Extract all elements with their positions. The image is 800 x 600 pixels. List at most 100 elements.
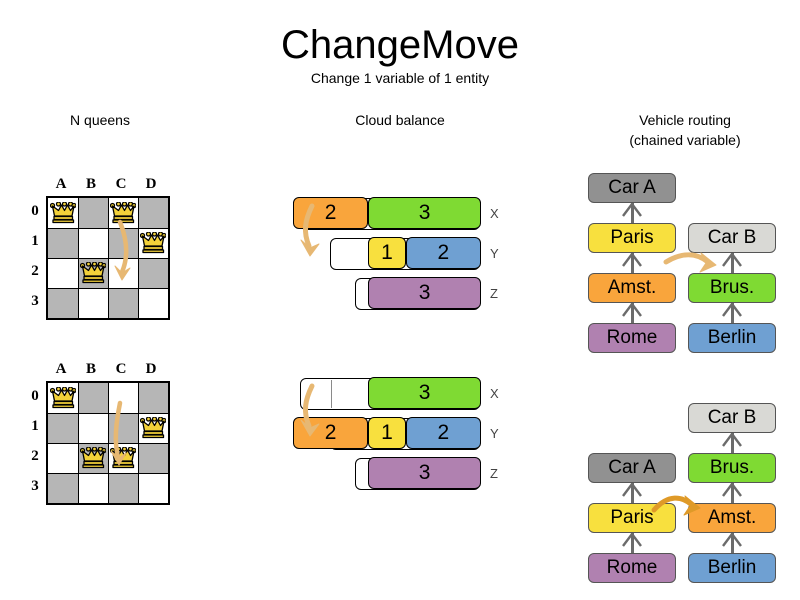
board-rank-label-3: 3 [31,478,39,494]
board-gridline [48,443,168,444]
board-cell-D3[interactable] [138,473,168,503]
board-cell-C2[interactable] [108,258,138,288]
cloud-process-X-1[interactable]: 3 [368,197,481,230]
cloud-computer-bar-Z[interactable]: 3 [355,457,481,490]
board-cell-A3[interactable] [48,288,78,318]
board-cell-A1[interactable] [48,413,78,443]
board-cell-C0[interactable] [108,383,138,413]
board-cell-D0[interactable] [138,198,168,228]
vr-node-label: Brus. [709,277,755,298]
vehicle-heading-line2: (chained variable) [629,132,741,148]
board-cell-D1[interactable] [138,413,168,443]
board-cell-A0[interactable] [48,383,78,413]
cloud-computer-bar-Z[interactable]: 3 [355,277,481,310]
board-cell-D1[interactable] [138,228,168,258]
vr-node-label: Amst. [607,277,657,298]
board-cell-C3[interactable] [108,473,138,503]
vr-node-label: Berlin [707,327,757,348]
board-cell-B2[interactable] [78,258,108,288]
vr-node-brus[interactable]: Brus. [688,453,776,483]
board-cell-D0[interactable] [138,383,168,413]
board-rank-label-1: 1 [31,233,39,249]
board-cell-B0[interactable] [78,198,108,228]
cloud-process-Y-0[interactable]: 2 [293,417,369,450]
cloud-process-value: 1 [381,421,393,445]
vr-node-cara[interactable]: Car A [588,173,676,203]
board-cell-A2[interactable] [48,443,78,473]
cloud-process-X-0[interactable]: 3 [368,377,481,410]
board-cell-D2[interactable] [138,258,168,288]
board-cell-B1[interactable] [78,413,108,443]
vr-chain-link [630,203,634,223]
vr-node-paris[interactable]: Paris [588,503,676,533]
cloud-process-Y-0[interactable]: 1 [368,237,406,270]
cloud-process-Y-1[interactable]: 2 [405,237,481,270]
board-cell-A2[interactable] [48,258,78,288]
board-rank-label-1: 1 [31,418,39,434]
vr-node-label: Car B [707,227,757,248]
cloud-process-Y-1[interactable]: 1 [368,417,406,450]
board-file-label-D: D [145,361,157,377]
cloud-process-value: 3 [418,381,431,405]
board-file-label-A: A [55,361,67,377]
board-cell-B3[interactable] [78,473,108,503]
board-cell-A3[interactable] [48,473,78,503]
vr-node-berlin[interactable]: Berlin [688,323,776,353]
vr-node-carb[interactable]: Car B [688,223,776,253]
board-cell-B0[interactable] [78,383,108,413]
board-file-label-D: D [145,176,157,192]
cloud-process-Z-0[interactable]: 3 [368,457,481,490]
board-file-label-C: C [115,361,127,377]
vr-node-cara[interactable]: Car A [588,453,676,483]
cloud-process-Y-2[interactable]: 2 [405,417,481,450]
board-cell-C1[interactable] [108,413,138,443]
board-cell-A1[interactable] [48,228,78,258]
cloud-process-Z-0[interactable]: 3 [368,277,481,310]
vr-node-amst[interactable]: Amst. [688,503,776,533]
board-cell-C1[interactable] [108,228,138,258]
vr-chain-link [630,253,634,273]
vr-node-paris[interactable]: Paris [588,223,676,253]
page-title: ChangeMove [281,23,519,67]
board-cell-B1[interactable] [78,228,108,258]
board-rank-label-0: 0 [31,203,39,219]
cloud-computer-label-X: X [490,386,499,401]
board-cell-D3[interactable] [138,288,168,318]
board-cell-B3[interactable] [78,288,108,318]
vr-node-label: Car A [608,177,656,198]
vr-node-label: Amst. [707,507,757,528]
vr-node-amst[interactable]: Amst. [588,273,676,303]
board-cell-B2[interactable] [78,443,108,473]
board-file-label-C: C [115,176,127,192]
vr-node-rome[interactable]: Rome [588,323,676,353]
section-heading-nqueens: N queens [70,112,130,128]
cloud-computer-bar-X[interactable]: 3 [300,377,481,410]
vr-node-rome[interactable]: Rome [588,553,676,583]
page-subtitle: Change 1 variable of 1 entity [310,70,490,86]
board-file-label-B: B [85,361,96,377]
board-cell-C3[interactable] [108,288,138,318]
board-gridline [48,288,168,289]
board-cell-D2[interactable] [138,443,168,473]
board-gridline [138,198,139,318]
board-cell-C2[interactable] [108,443,138,473]
board-gridline [138,383,139,503]
vr-node-carb[interactable]: Car B [688,403,776,433]
board-rank-label-2: 2 [31,448,39,464]
board-gridline [48,258,168,259]
board-rank-label-2: 2 [31,263,39,279]
vr-node-berlin[interactable]: Berlin [688,553,776,583]
vr-node-label: Paris [610,507,654,528]
board-cell-A0[interactable] [48,198,78,228]
cloud-process-X-0[interactable]: 2 [293,197,369,230]
board-cell-C0[interactable] [108,198,138,228]
chessboard-grid [46,381,170,505]
board-rank-label-3: 3 [31,293,39,309]
cloud-bar-tick [330,380,332,408]
vr-node-brus[interactable]: Brus. [688,273,776,303]
